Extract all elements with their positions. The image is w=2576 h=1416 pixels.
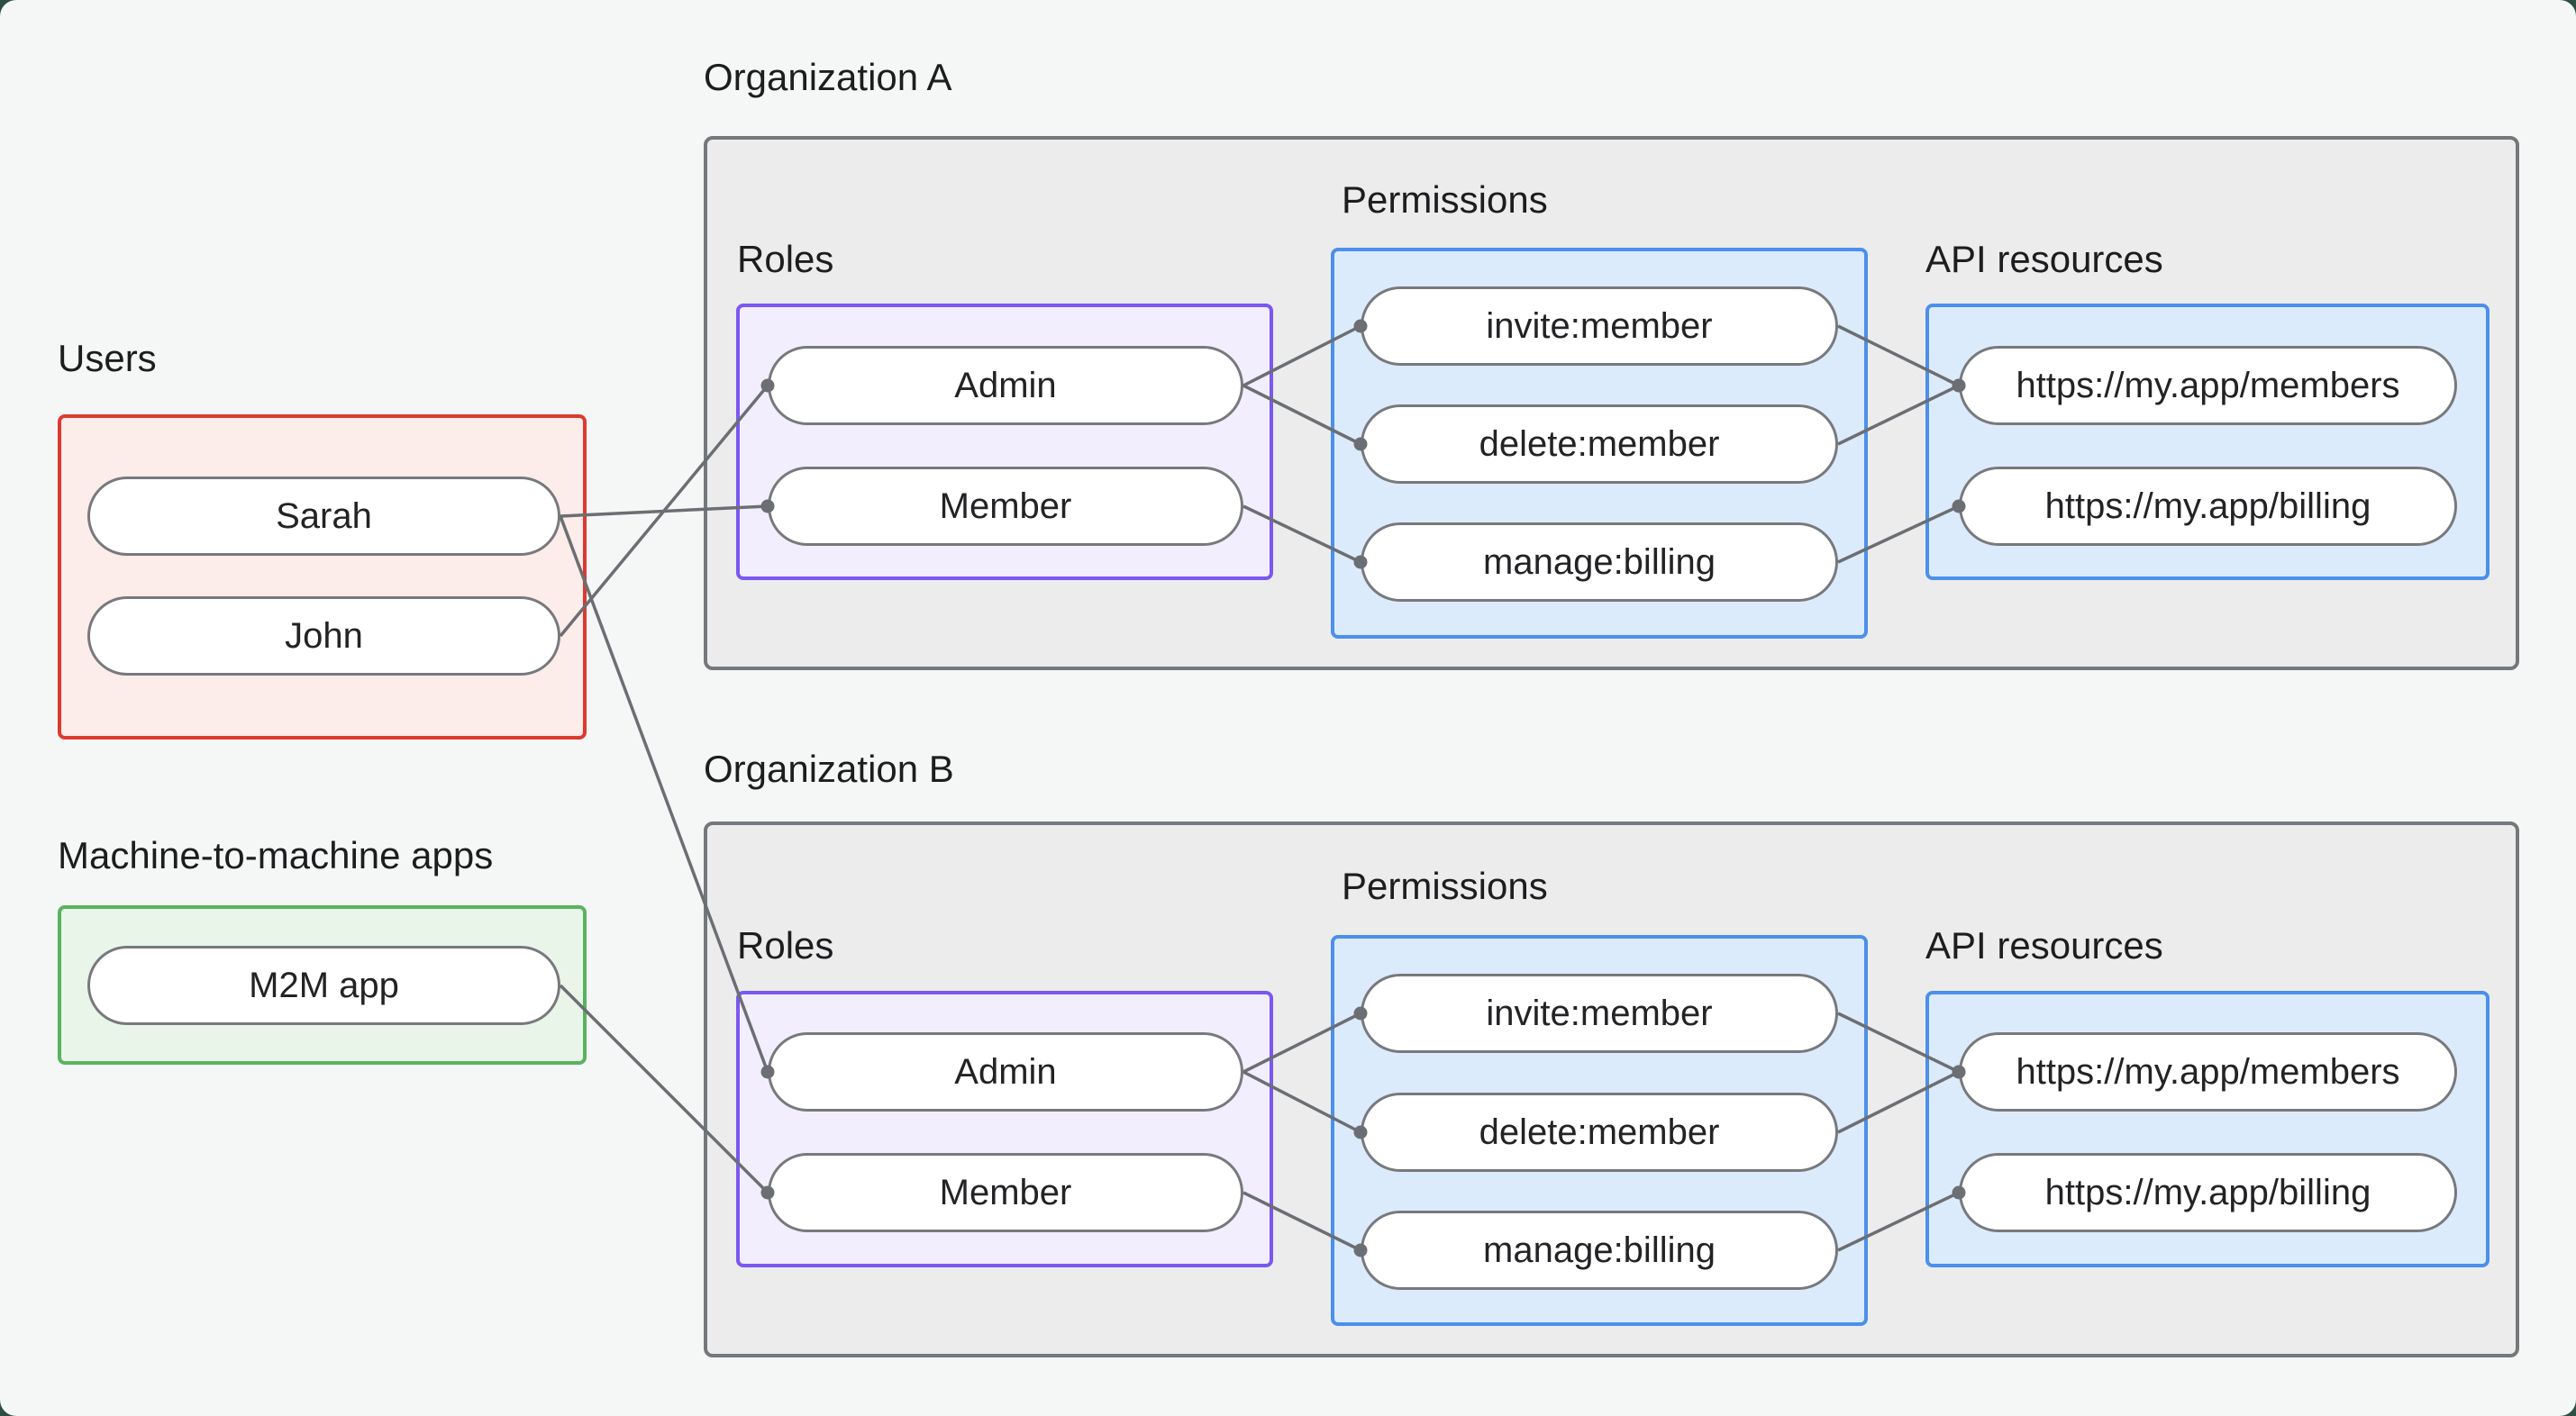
- org-a-permissions-label: Permissions: [1342, 178, 1548, 221]
- org-b-permissions-label: Permissions: [1342, 865, 1548, 907]
- org-b-role-member: Member: [768, 1153, 1243, 1232]
- org-a-role-admin: Admin: [768, 346, 1243, 425]
- org-b-permission-invite-member: invite:member: [1361, 974, 1838, 1053]
- org-a-title: Organization A: [704, 56, 952, 98]
- org-b-permission-manage-billing: manage:billing: [1361, 1211, 1838, 1290]
- org-b-title: Organization B: [704, 748, 954, 790]
- org-a-api-label: API resources: [1925, 238, 2163, 280]
- org-b-api-label: API resources: [1925, 924, 2163, 967]
- org-b-api-billing: https://my.app/billing: [1959, 1153, 2457, 1232]
- org-b-roles-label: Roles: [737, 924, 834, 967]
- m2m-group-label: Machine-to-machine apps: [58, 834, 494, 876]
- m2m-app-node: M2M app: [87, 946, 560, 1025]
- org-a-roles-label: Roles: [737, 238, 834, 280]
- org-b-api-members: https://my.app/members: [1959, 1032, 2457, 1112]
- user-node-john: John: [87, 596, 560, 676]
- org-a-api-members: https://my.app/members: [1959, 346, 2457, 425]
- org-b-role-admin: Admin: [768, 1032, 1243, 1112]
- org-a-api-billing: https://my.app/billing: [1959, 467, 2457, 546]
- user-node-sarah: Sarah: [87, 477, 560, 556]
- org-a-permission-invite-member: invite:member: [1361, 286, 1838, 366]
- org-a-permission-delete-member: delete:member: [1361, 404, 1838, 484]
- org-b-permission-delete-member: delete:member: [1361, 1093, 1838, 1172]
- users-group-label: Users: [58, 337, 157, 379]
- org-a-role-member: Member: [768, 467, 1243, 546]
- users-group-box: [58, 414, 587, 740]
- org-a-permission-manage-billing: manage:billing: [1361, 522, 1838, 602]
